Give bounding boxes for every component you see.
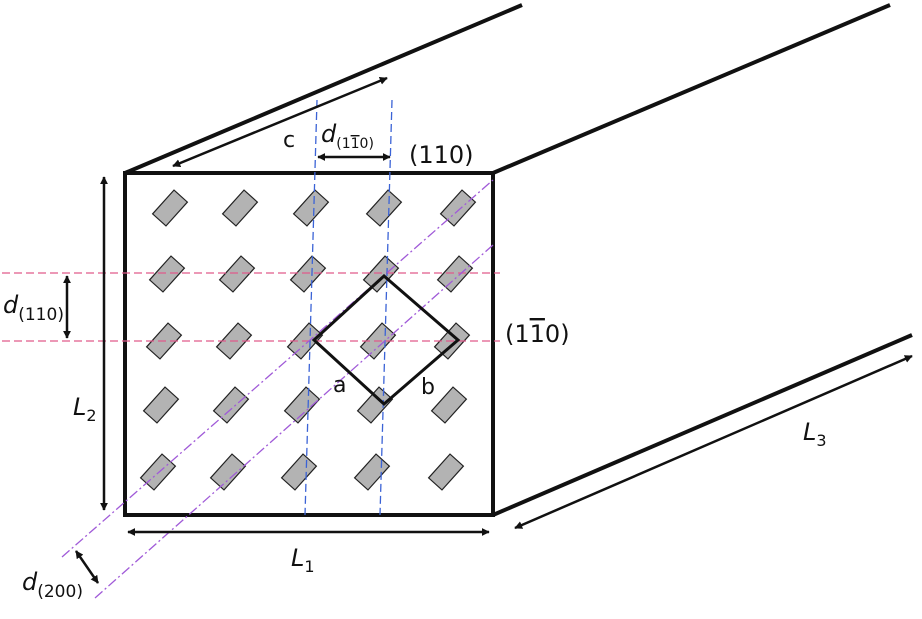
label-d-110: d(110)	[3, 291, 64, 325]
plane-1bar10-lines	[304, 99, 393, 516]
label-b: b	[421, 375, 435, 400]
label-L3-main: L	[803, 418, 816, 446]
arrow-c	[172, 76, 388, 168]
front-face	[123, 171, 495, 517]
plane-200-lines	[61, 179, 494, 599]
plane-110-lines	[2, 272, 500, 342]
label-L3-sub: 3	[816, 431, 826, 450]
unit-cell	[311, 273, 461, 407]
molecule	[218, 255, 256, 293]
molecule	[430, 386, 468, 424]
plane-200-line	[94, 244, 494, 599]
label-L2: L2	[73, 393, 97, 425]
plane-1bar10-line	[379, 99, 393, 516]
dimension-arrows	[63, 76, 913, 584]
label-d-110-main: d	[3, 291, 19, 319]
label-L3: L3	[803, 418, 827, 450]
molecule	[289, 255, 327, 293]
molecule	[221, 189, 259, 227]
label-L1-sub: 1	[304, 557, 314, 576]
label-d-110-sub: (110)	[18, 305, 64, 325]
label-a: a	[333, 373, 346, 398]
label-d-1bar10: d(110)	[321, 120, 374, 152]
molecule	[151, 189, 189, 227]
label-L2-sub: 2	[86, 406, 96, 425]
molecule	[436, 255, 474, 293]
bottom-right-edge	[492, 333, 913, 517]
arrow-L3	[514, 354, 913, 530]
molecule	[142, 386, 180, 424]
label-L2-main: L	[73, 393, 86, 421]
label-c: c	[283, 128, 295, 153]
plane-1bar10-line	[304, 99, 318, 516]
label-d-1bar10-sub-barred: 1	[351, 136, 360, 152]
molecule	[283, 386, 321, 424]
molecule	[356, 386, 394, 424]
label-plane-1bar10-barred: 1	[530, 320, 545, 348]
molecule	[427, 453, 465, 491]
molecule	[209, 453, 247, 491]
molecule	[292, 189, 330, 227]
label-plane-1bar10: (110)	[505, 320, 570, 348]
molecule	[362, 255, 400, 293]
label-L1-main: L	[291, 544, 304, 572]
label-plane-1bar10-open: (1	[505, 320, 530, 348]
label-d-200-main: d	[22, 568, 38, 596]
label-d-200: d(200)	[22, 568, 83, 602]
molecule	[280, 453, 318, 491]
molecule	[212, 386, 250, 424]
label-d-1bar10-main: d	[321, 120, 337, 148]
arrow-d-200	[74, 550, 100, 584]
molecule	[148, 255, 186, 293]
label-d-1bar10-sub-open: (1	[336, 136, 350, 152]
plane-200-line	[61, 179, 494, 558]
molecule	[353, 453, 391, 491]
label-d-1bar10-sub-close: 0)	[360, 136, 374, 152]
label-L1: L1	[291, 544, 315, 576]
label-plane-110: (110)	[409, 141, 474, 169]
label-d-200-sub: (200)	[37, 582, 83, 602]
molecule	[365, 189, 403, 227]
label-plane-1bar10-close: 0)	[545, 320, 570, 348]
top-right-edge	[492, 3, 891, 175]
